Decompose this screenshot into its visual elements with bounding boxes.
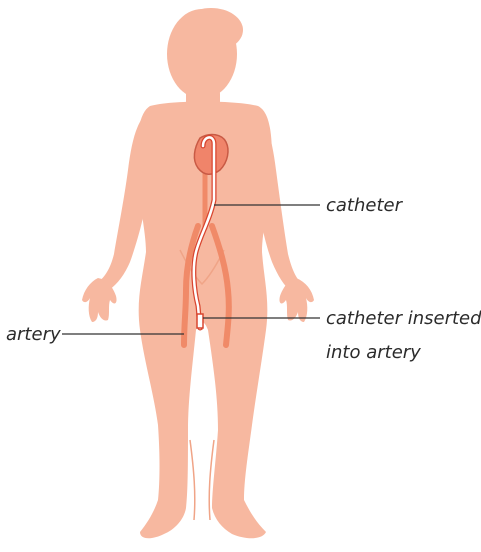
hair bbox=[179, 8, 243, 52]
label-catheter-inserted-line2: into artery bbox=[326, 342, 421, 363]
label-catheter: catheter bbox=[326, 195, 404, 216]
label-artery: artery bbox=[6, 324, 61, 345]
body-silhouette bbox=[82, 8, 314, 538]
catheter-insertion-point bbox=[197, 314, 203, 328]
label-catheter-inserted-line1: catheter inserted bbox=[326, 308, 481, 329]
